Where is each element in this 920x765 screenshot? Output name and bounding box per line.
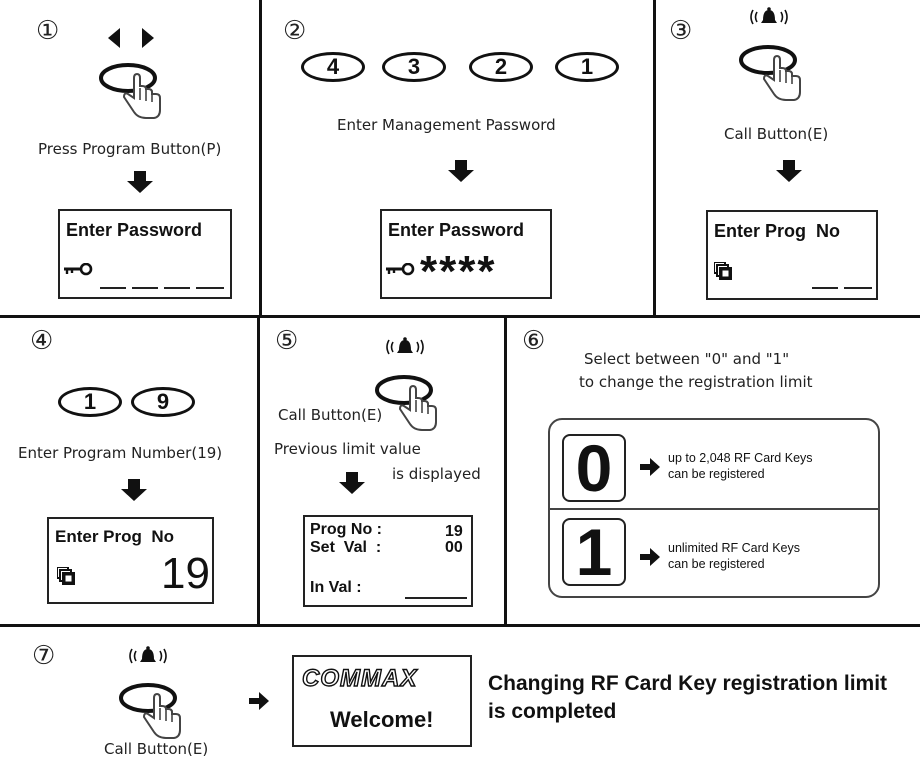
right-arrow-icon	[640, 548, 660, 566]
option-panel: 0 up to 2,048 RF Card Keys can be regist…	[548, 418, 880, 598]
in-val-label: In Val :	[310, 579, 362, 596]
divider-row-1	[0, 315, 920, 318]
set-val-label: Set Val :	[310, 539, 382, 556]
option-line-1: unlimited RF Card Keys	[668, 541, 800, 555]
step-caption: Enter Management Password	[337, 116, 556, 134]
divider-col-2a	[257, 316, 260, 625]
step-number: ⑥	[522, 326, 546, 356]
welcome-text: Welcome!	[330, 707, 434, 732]
result-line-2: is completed	[488, 700, 617, 723]
step-caption: Call Button(E)	[104, 740, 209, 758]
lcd-title: Enter Prog No	[55, 527, 175, 546]
step-caption: Press Program Button(P)	[38, 140, 222, 158]
bell-icon	[129, 645, 167, 664]
bell-icon	[386, 336, 424, 355]
divider-col-1b	[653, 0, 656, 316]
cards-icon	[714, 262, 732, 280]
key-icon	[64, 263, 93, 276]
lcd-title: Enter Password	[388, 220, 525, 240]
divider-row-2	[0, 624, 920, 627]
option-line-2: can be registered	[668, 467, 765, 481]
keypad-key[interactable]: 1	[555, 52, 619, 82]
keypad-key[interactable]: 3	[382, 52, 446, 82]
entry-slot	[812, 287, 838, 289]
step-caption-line-2: is displayed	[392, 465, 481, 483]
entry-slot	[844, 287, 872, 289]
lcd-display: Enter Prog No 19	[47, 517, 214, 604]
entry-slot	[100, 287, 126, 289]
step-number: ②	[283, 16, 307, 46]
prog-no-value: 19	[445, 523, 463, 540]
lcd-title: Enter Password	[66, 220, 203, 240]
lcd-display: COMMAX Welcome!	[292, 655, 472, 747]
step-number: ⑤	[275, 326, 299, 356]
down-arrow-icon	[121, 479, 147, 501]
divider-col-2b	[504, 316, 507, 625]
step-caption-line-2: to change the registration limit	[579, 373, 813, 391]
step-number: ④	[30, 326, 54, 356]
lcd-display: Enter Password ****	[380, 209, 552, 299]
call-button-icon[interactable]	[370, 356, 446, 436]
down-arrow-icon	[127, 171, 153, 193]
entry-slot	[405, 597, 467, 599]
result-line-1: Changing RF Card Key registration limit	[488, 672, 888, 695]
down-arrow-icon	[448, 160, 474, 182]
brand-logo: COMMAX	[301, 664, 418, 692]
keypad-key[interactable]: 9	[131, 387, 195, 417]
step-caption: Call Button(E)	[724, 125, 829, 143]
option-divider	[550, 508, 878, 510]
divider-col-1a	[259, 0, 262, 316]
step-caption-line-1: Previous limit value	[274, 440, 421, 458]
step-caption-line-1: Select between "0" and "1"	[584, 350, 790, 368]
lcd-title: Enter Prog No	[714, 221, 841, 241]
right-arrow-icon	[640, 458, 660, 476]
down-arrow-icon	[339, 472, 365, 494]
option-line-2: can be registered	[668, 557, 765, 571]
key-icon	[386, 263, 415, 276]
step-number: ①	[36, 16, 60, 46]
masked-password: ****	[420, 247, 497, 296]
entry-slot	[196, 287, 224, 289]
call-button-icon[interactable]	[734, 26, 810, 106]
call-button-icon[interactable]	[114, 664, 190, 744]
option-value-box[interactable]: 0	[562, 431, 626, 505]
option-line-1: up to 2,048 RF Card Keys	[668, 451, 813, 465]
bell-icon	[750, 6, 788, 25]
keypad-key[interactable]: 4	[301, 52, 365, 82]
step-number: ③	[669, 16, 693, 46]
step-caption: Enter Program Number(19)	[18, 444, 223, 462]
set-val-value: 00	[445, 539, 463, 556]
button-caption: Call Button(E)	[278, 406, 383, 424]
entry-slot	[164, 287, 190, 289]
keypad-key[interactable]: 1	[58, 387, 122, 417]
lcd-display: Prog No : 19 Set Val : 00 In Val :	[303, 515, 473, 607]
keypad-key[interactable]: 2	[469, 52, 533, 82]
lcd-display: Enter Password	[58, 209, 232, 299]
prog-no-label: Prog No :	[310, 521, 382, 538]
entry-slot	[132, 287, 158, 289]
option-value-box[interactable]: 1	[562, 515, 626, 589]
program-button-icon[interactable]	[94, 44, 170, 124]
lcd-value: 19	[161, 549, 210, 598]
cards-icon	[57, 567, 75, 585]
down-arrow-icon	[776, 160, 802, 182]
left-right-arrows-icon	[108, 28, 154, 48]
lcd-display: Enter Prog No	[706, 210, 878, 300]
step-number: ⑦	[32, 641, 56, 671]
right-arrow-icon	[249, 692, 269, 710]
